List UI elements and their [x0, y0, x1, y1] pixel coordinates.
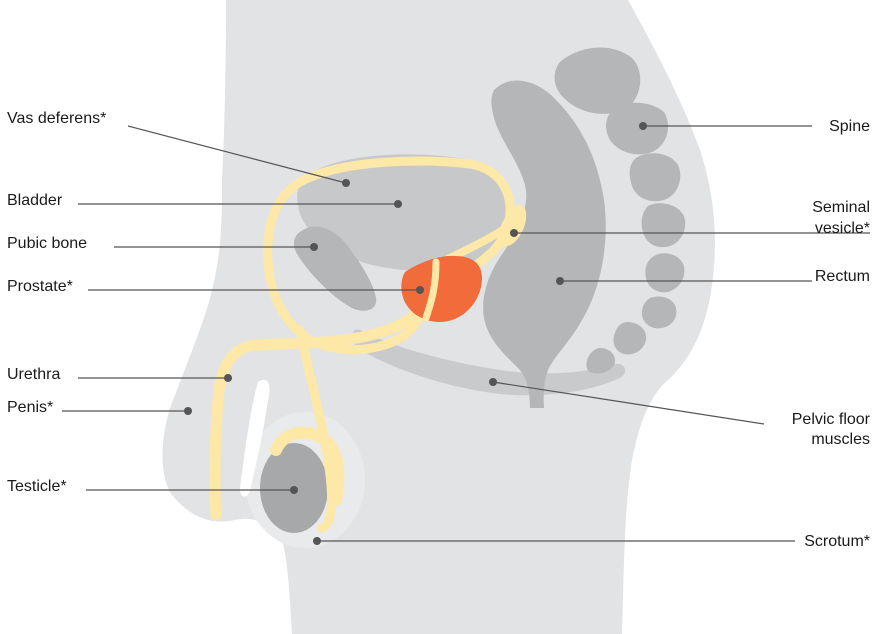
label-pelvic-line2: muscles	[811, 431, 870, 448]
label-testicle: Testicle*	[7, 478, 67, 495]
marker-dots	[184, 122, 647, 545]
label-bladder: Bladder	[7, 192, 63, 209]
label-scrotum: Scrotum*	[804, 533, 870, 550]
prostate-shape	[401, 255, 482, 323]
penis-gap	[240, 379, 270, 497]
label-prostate: Prostate*	[7, 278, 73, 295]
bladder-shape	[297, 154, 513, 271]
label-spine: Spine	[829, 118, 870, 135]
label-vas-deferens: Vas deferens*	[7, 110, 106, 127]
pelvic-floor-shape	[352, 329, 626, 396]
rectum-shape	[483, 80, 606, 408]
label-urethra: Urethra	[7, 366, 60, 383]
label-pelvic-line1: Pelvic floor	[792, 411, 871, 428]
label-pubic-bone: Pubic bone	[7, 235, 87, 252]
label-seminal-line1: Seminal	[812, 199, 870, 216]
leader-lines	[62, 125, 870, 542]
vas-deferens-tubes	[209, 156, 515, 533]
label-rectum: Rectum	[815, 268, 870, 285]
urethra-through-prostate	[422, 258, 440, 322]
label-seminal-line2: vesicle*	[815, 220, 870, 237]
label-penis: Penis*	[7, 399, 53, 416]
seminal-vesicle-shape	[498, 205, 527, 247]
